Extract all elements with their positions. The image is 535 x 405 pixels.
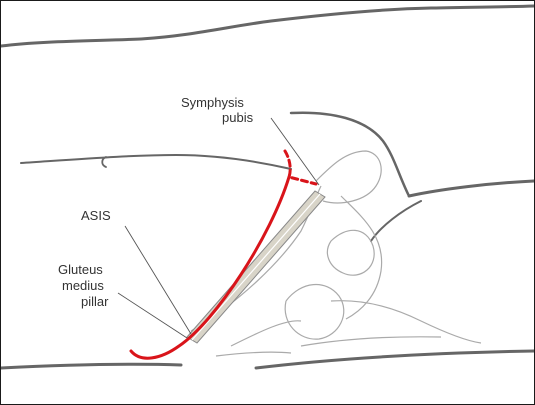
bottom-contour xyxy=(1,364,181,368)
body-outline xyxy=(1,6,534,368)
back-contour xyxy=(1,6,534,46)
incision-main xyxy=(131,177,289,358)
sacral-curve xyxy=(231,321,301,346)
acetabulum xyxy=(285,285,344,340)
pubic-outline xyxy=(316,151,381,203)
pelvis-bones xyxy=(191,151,481,356)
gluteus-leader xyxy=(118,293,187,338)
thigh-inner-contour xyxy=(371,201,421,241)
thigh-upper-contour xyxy=(409,181,534,196)
incision-line xyxy=(131,151,316,358)
symphysis-label-line2: pubis xyxy=(222,110,254,125)
obturator-foramen xyxy=(327,230,374,275)
thigh-lower-contour xyxy=(256,351,534,368)
gluteus-label-line2: medius xyxy=(62,278,104,293)
gluteus-label-line1: Gluteus xyxy=(58,262,103,277)
lower-pelvis-line xyxy=(216,352,291,356)
gluteus-label-line3: pillar xyxy=(81,294,109,309)
symphysis-label-line1: Symphysis xyxy=(181,95,244,110)
asis-leader xyxy=(125,226,191,334)
symphysis-leader xyxy=(271,118,319,185)
asis-label: ASIS xyxy=(81,208,111,223)
waist-contour xyxy=(21,155,291,169)
